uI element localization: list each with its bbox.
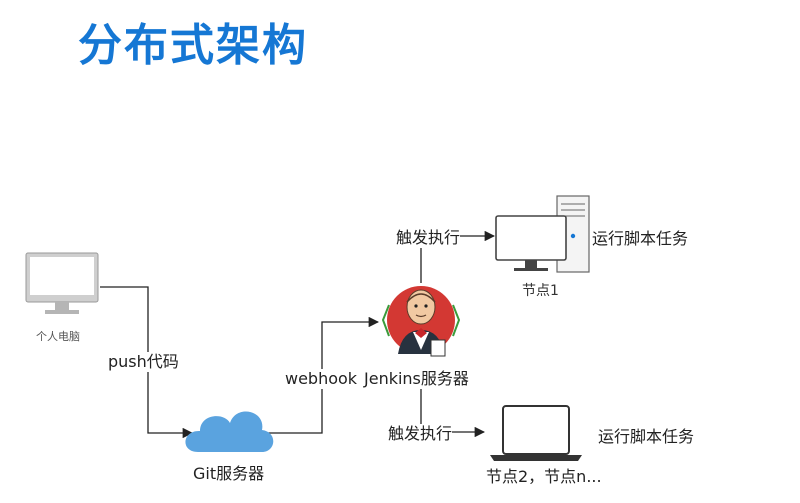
- jenkins-icon: [381, 286, 461, 357]
- slide-title: 分布式架构: [78, 20, 308, 71]
- edge-trigger-bottom-label: 触发执行: [388, 424, 453, 444]
- edge-trigger-top-label: 触发执行: [396, 228, 461, 248]
- task-bottom-label: 运行脚本任务: [598, 427, 695, 447]
- monitor-icon: [25, 252, 99, 314]
- edge-push-label: push代码: [108, 352, 179, 372]
- pc-label: 个人电脑: [36, 330, 80, 343]
- node1-label: 节点1: [522, 283, 559, 299]
- git-label: Git服务器: [193, 464, 265, 484]
- desktop-computer-icon: [495, 195, 590, 273]
- cloud-icon: [185, 411, 274, 452]
- jenkins-label: Jenkins服务器: [364, 369, 469, 389]
- laptop-icon: [490, 405, 582, 461]
- edge-webhook-label: webhook: [285, 369, 358, 389]
- node2-label: 节点2，节点n...: [486, 467, 602, 487]
- task-top-label: 运行脚本任务: [592, 229, 689, 249]
